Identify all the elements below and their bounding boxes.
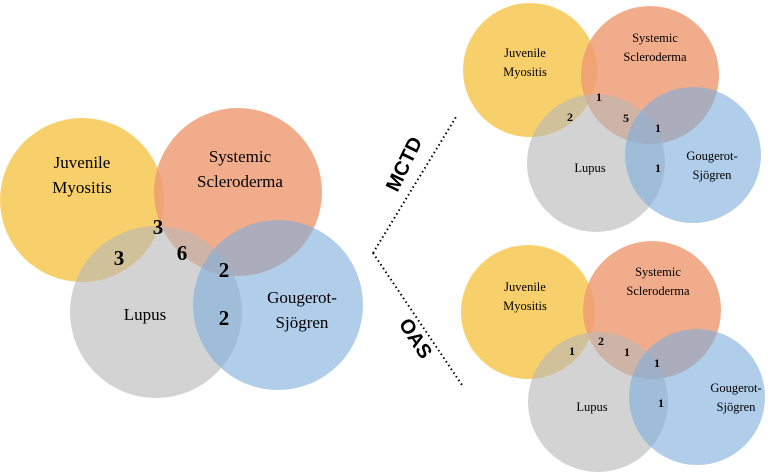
- mctd-gs-label-line1: Gougerot-: [686, 149, 737, 163]
- ss-label-line2: Scleroderma: [197, 172, 283, 191]
- connector-lower-line: [372, 252, 463, 386]
- mctd-count-ss-lupus: 5: [623, 111, 629, 125]
- oas-ss-label-line2: Scleroderma: [626, 284, 690, 298]
- oas-count-ss-lupus: 1: [624, 345, 630, 359]
- mctd-gs-label-line2: Sjögren: [693, 168, 733, 182]
- mctd-venn: Juvenile Myositis Systemic Scleroderma L…: [463, 3, 761, 232]
- oas-gs-circle: [629, 329, 765, 465]
- main-count-lupus-gs-ss: 2: [219, 258, 230, 282]
- oas-side-label: OAS: [394, 315, 436, 363]
- gs-label-line1: Gougerot-: [267, 288, 337, 307]
- lupus-label: Lupus: [124, 305, 167, 324]
- mctd-jm-label-line1: Juvenile: [504, 46, 546, 60]
- oas-jm-label-line1: Juvenile: [504, 280, 546, 294]
- oas-lupus-label: Lupus: [576, 400, 607, 414]
- oas-jm-label-line2: Myositis: [503, 299, 547, 313]
- mctd-lupus-label: Lupus: [574, 161, 605, 175]
- mctd-ss-label-line2: Scleroderma: [623, 50, 687, 64]
- main-count-jm-ss-lupus: 3: [153, 215, 164, 239]
- mctd-ss-label-line1: Systemic: [632, 31, 678, 45]
- ss-label-line1: Systemic: [209, 147, 272, 166]
- oas-ss-label-line1: Systemic: [635, 265, 681, 279]
- mctd-count-jm-lupus: 2: [567, 110, 573, 124]
- mctd-gs-circle: [625, 87, 761, 223]
- gs-label-line2: Sjögren: [276, 313, 329, 332]
- lupus-circle: [70, 226, 242, 398]
- jm-label-line1: Juvenile: [54, 153, 111, 172]
- main-count-jm-lupus: 3: [114, 246, 125, 270]
- oas-gs-label-line1: Gougerot-: [710, 381, 761, 395]
- main-venn: Juvenile Myositis Systemic Scleroderma L…: [0, 108, 363, 398]
- oas-gs-label-line2: Sjögren: [717, 400, 757, 414]
- oas-lupus-circle: [528, 332, 668, 472]
- oas-venn: Juvenile Myositis Systemic Scleroderma L…: [461, 241, 765, 472]
- mctd-count-lupus-gs: 1: [655, 161, 661, 175]
- connector: MCTD OAS: [372, 116, 463, 386]
- oas-count-lupus-gs: 1: [658, 396, 664, 410]
- mctd-side-label: MCTD: [382, 134, 427, 196]
- main-count-lupus-gs: 2: [219, 306, 230, 330]
- oas-count-lupus-gs-ss: 1: [654, 356, 660, 370]
- mctd-count-lupus-gs-ss: 1: [655, 121, 661, 135]
- oas-count-jm-lupus: 1: [569, 344, 575, 358]
- oas-count-jm-ss-lupus: 2: [598, 334, 604, 348]
- mctd-count-jm-ss-lupus: 1: [596, 90, 602, 104]
- jm-label-line2: Myositis: [52, 178, 112, 197]
- mctd-jm-label-line2: Myositis: [503, 65, 547, 79]
- main-count-ss-lupus: 6: [177, 241, 188, 265]
- gs-circle: [193, 220, 363, 390]
